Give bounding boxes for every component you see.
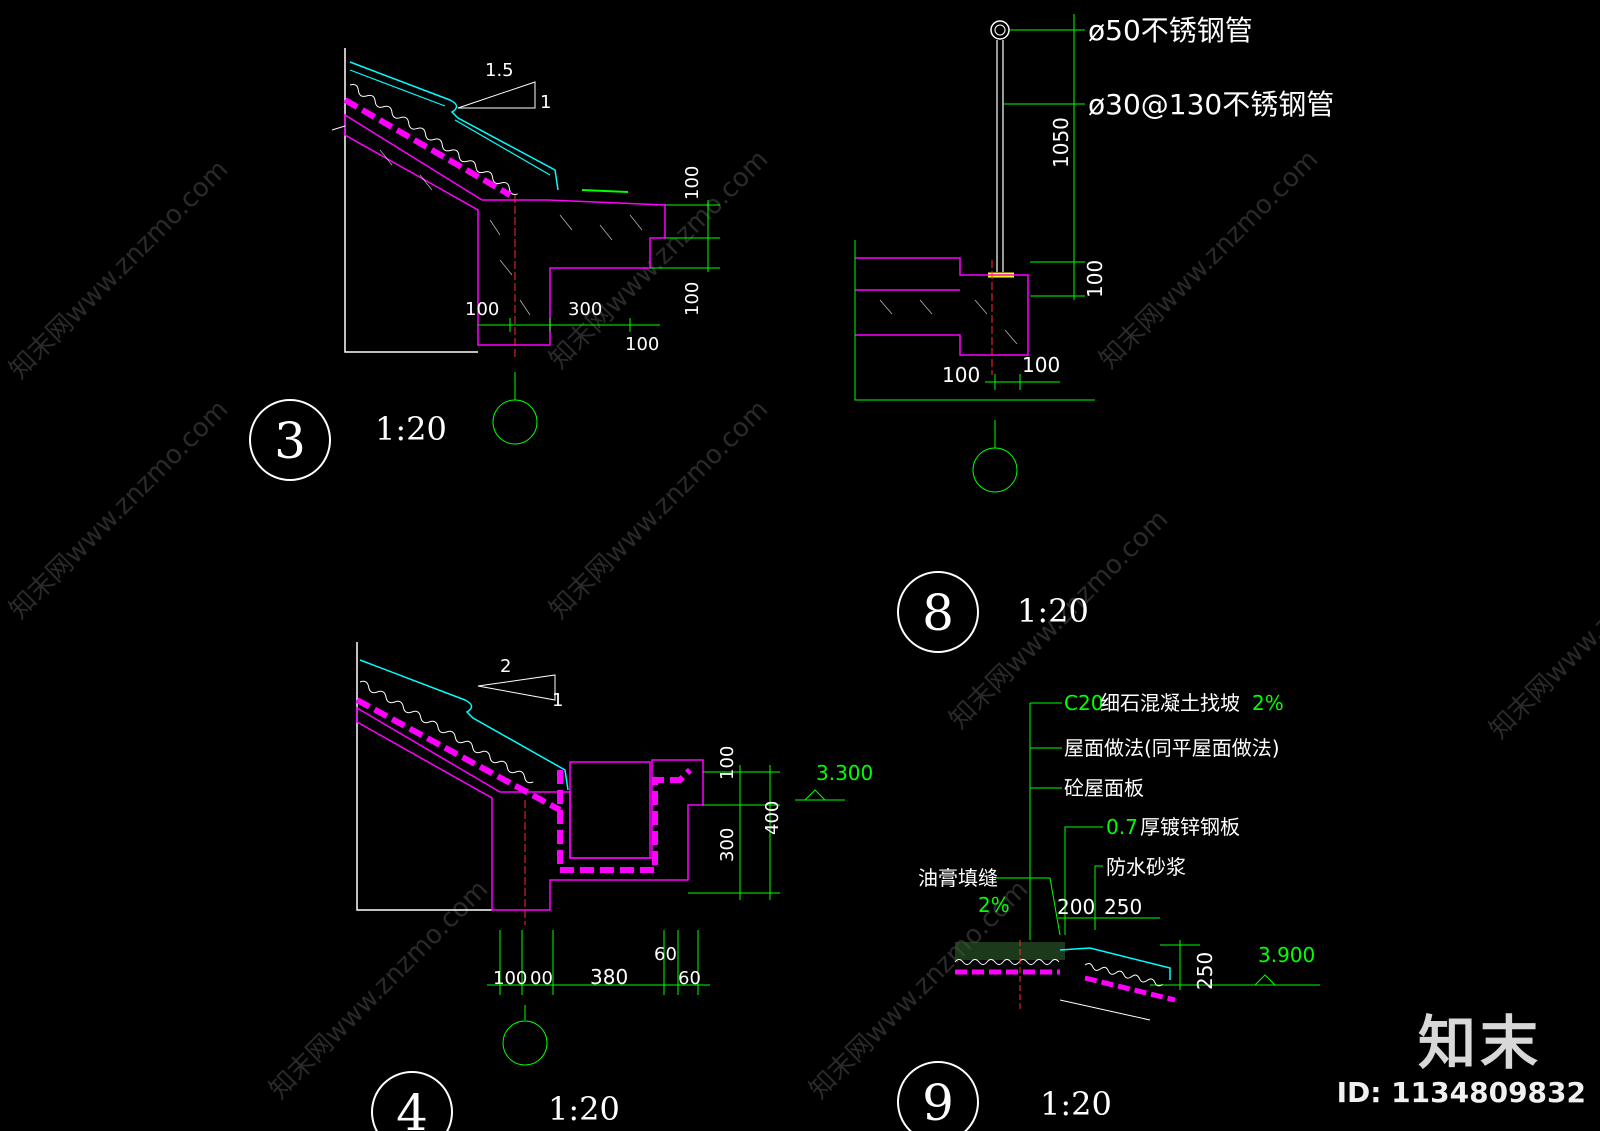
slope-triangle [457, 81, 536, 109]
dim-h: 250 [1193, 952, 1217, 990]
waterproof-layer [355, 697, 562, 813]
detail-scale: 1:20 [1017, 592, 1089, 630]
dim-w-right: 100 [1022, 353, 1060, 377]
leader-lines [972, 14, 1085, 493]
note-1-text: 细石混凝土找坡 [1100, 691, 1240, 715]
detail-number-circle [897, 1061, 979, 1131]
detail-number: 8 [922, 584, 954, 642]
label-handrail: ø50不锈钢管 [1088, 14, 1253, 47]
slope-run-label: 1.5 [485, 60, 514, 81]
detail-8[interactable]: ø50不锈钢管 ø30@130不锈钢管 1050 100 100 100 8 1… [854, 14, 1334, 653]
handrail-pipe-inner-icon [994, 24, 1006, 36]
roof-tile-cyan [359, 659, 569, 791]
note-3-text: 砼屋面板 [1064, 776, 1144, 800]
concrete-hatch [379, 149, 643, 316]
detail-scale: 1:20 [548, 1090, 620, 1128]
slope-rise-label: 1 [540, 92, 551, 113]
roof-wave-layer [1084, 962, 1163, 987]
detail-scale: 1:20 [1040, 1085, 1112, 1123]
slope-run-label: 2 [500, 656, 511, 677]
roof-wave-layer [349, 83, 518, 195]
roof-concrete-layer [955, 942, 1065, 960]
detail-number-circle [249, 399, 331, 481]
gutter-channel [569, 761, 651, 859]
detail-number: 4 [396, 1084, 428, 1131]
dim-w-right-a: 60 [654, 944, 677, 965]
wall-outline [356, 642, 492, 911]
slope-triangle [477, 674, 556, 701]
note-1-suffix: 2% [1252, 691, 1284, 715]
note-5-text: 防水砂浆 [1106, 855, 1186, 879]
note-4-prefix: 0.7 [1106, 815, 1138, 839]
elevation-label: 3.300 [816, 761, 873, 785]
waterproof-layer [343, 97, 512, 198]
dim-w-right: 100 [625, 334, 659, 355]
detail-number-circle [897, 571, 979, 653]
slab-line [1059, 999, 1151, 1021]
dimension-lines [487, 765, 845, 1066]
section-marker-circle [502, 1020, 548, 1066]
dim-h-total: 400 [762, 801, 783, 835]
note-2-text: 屋面做法(同平屋面做法) [1064, 736, 1280, 760]
detail-9[interactable]: C20 细石混凝土找坡 2% 屋面做法(同平屋面做法) 砼屋面板 0.7 厚镀锌… [897, 691, 1320, 1131]
dim-h-top: 100 [682, 166, 703, 200]
dim-w-a: 200 [1057, 895, 1095, 919]
dim-w-b: 250 [1104, 895, 1142, 919]
roof-wave-layer [954, 959, 1060, 965]
gutter-waterproof [557, 767, 693, 873]
watermark-text: 知末网www.znzmo.com [264, 874, 495, 1105]
gutter-arrow [581, 189, 629, 193]
elevation-label: 3.900 [1258, 943, 1315, 967]
gutter-steel-plate [1059, 947, 1171, 980]
detail-4[interactable]: 2 1 100 300 400 3.300 100 00 380 60 60 4… [355, 642, 873, 1131]
watermark-text: 知末网www.znzmo.com [4, 154, 235, 385]
base-outline [854, 240, 1095, 401]
detail-number: 9 [922, 1074, 954, 1131]
dim-h-bottom: 100 [682, 282, 703, 316]
wall-outline [344, 48, 478, 353]
roof-wave-layer [359, 680, 534, 784]
dim-w-mid: 380 [590, 965, 628, 989]
roof-tile-cyan [349, 69, 551, 176]
watermark-text: 知末网www.znzmo.com [544, 394, 775, 625]
watermark-text: 知末网www.znzmo.com [4, 394, 235, 625]
label-baluster: ø30@130不锈钢管 [1088, 88, 1334, 121]
dim-w-left: 100 [942, 363, 980, 387]
note-1-prefix: C20 [1064, 691, 1103, 715]
dim-w-left2: 00 [530, 968, 553, 989]
dim-h-top: 100 [717, 746, 738, 780]
image-id-label: ID: 1134809832 [1336, 1076, 1586, 1109]
left-note: 油膏填缝 [918, 866, 998, 890]
watermark-text: 知末网www.znzmo.com [1484, 514, 1600, 745]
note-4-text: 厚镀锌钢板 [1140, 815, 1240, 839]
dim-w-left: 100 [465, 299, 499, 320]
waterproof-layer [1084, 975, 1176, 1003]
slope-rise-label: 1 [552, 690, 563, 711]
concrete-hatch [879, 299, 1018, 345]
watermark-text: 知末网www.znzmo.com [1094, 144, 1325, 375]
dimension-lines [478, 200, 720, 445]
slope-label: 2% [978, 893, 1010, 917]
detail-scale: 1:20 [375, 410, 447, 448]
brand-logo: 知末 [1417, 1009, 1542, 1077]
roof-tile-cyan [349, 61, 559, 191]
leader-lines [995, 702, 1320, 990]
dim-height: 1050 [1049, 117, 1073, 168]
dim-h-mid: 300 [717, 828, 738, 862]
detail-number: 3 [274, 412, 306, 470]
detail-number-circle [371, 1071, 453, 1131]
section-marker-circle [972, 447, 1018, 493]
dim-w-mid: 300 [568, 299, 602, 320]
detail-3[interactable]: 1.5 1 100 100 100 300 100 3 1:20 [249, 48, 720, 481]
handrail-pipe-icon [990, 20, 1010, 40]
watermark-layer: 知末网www.znzmo.com 知末网www.znzmo.com 知末网www… [4, 144, 1600, 1105]
dim-curb: 100 [1083, 260, 1107, 298]
dim-w-right-b: 60 [678, 968, 701, 989]
dim-w-left: 100 [493, 968, 527, 989]
slab-outline [855, 257, 1029, 356]
concrete-section [356, 706, 704, 911]
roof-break-line [331, 125, 346, 131]
section-marker-circle [492, 399, 538, 445]
